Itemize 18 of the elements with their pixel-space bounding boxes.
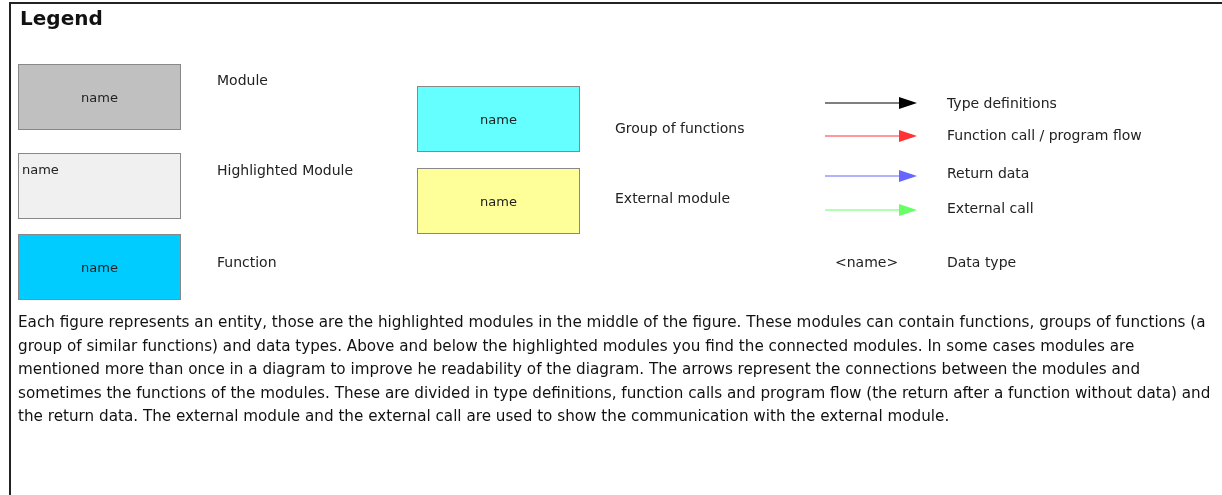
sample-text: name [22, 162, 59, 177]
legend-label: Module [217, 72, 268, 88]
legend-label: Return data [947, 165, 1030, 181]
legend-label: Function call / program flow [947, 127, 1142, 143]
legend-label: External call [947, 200, 1034, 216]
legend-label: Data type [947, 254, 1017, 270]
legend-label: External module [615, 190, 730, 206]
sample-text: name [81, 259, 118, 275]
legend-label: Type definitions [947, 95, 1057, 111]
caption-paragraph: Each figure represents an entity, those are the highlighted modules in the middle of the figure. These modules can contain functions, groups of functions (a group of similar functions) and data types. Above and below the highlighted modules you find the connected modules. In some cases modules are mentioned more than once in a diagram to improve he readability of the diagram. The arrows represent the connections between the modules and sometimes the functions of the modules. These are divided in type definitions, function calls and program flow (the return after a function without data) and the return data. The external module and the external call are used to show the communication with the external module. [18, 312, 1212, 428]
data-type-sample: <name> [835, 254, 899, 270]
sample-text: name [480, 193, 517, 209]
sample-text: name [81, 89, 118, 105]
legend-label: Function [217, 254, 277, 270]
legend-label: Group of functions [615, 120, 745, 136]
legend-title: Legend [20, 6, 103, 30]
legend-label: Highlighted Module [217, 162, 354, 178]
sample-text: name [480, 111, 517, 127]
